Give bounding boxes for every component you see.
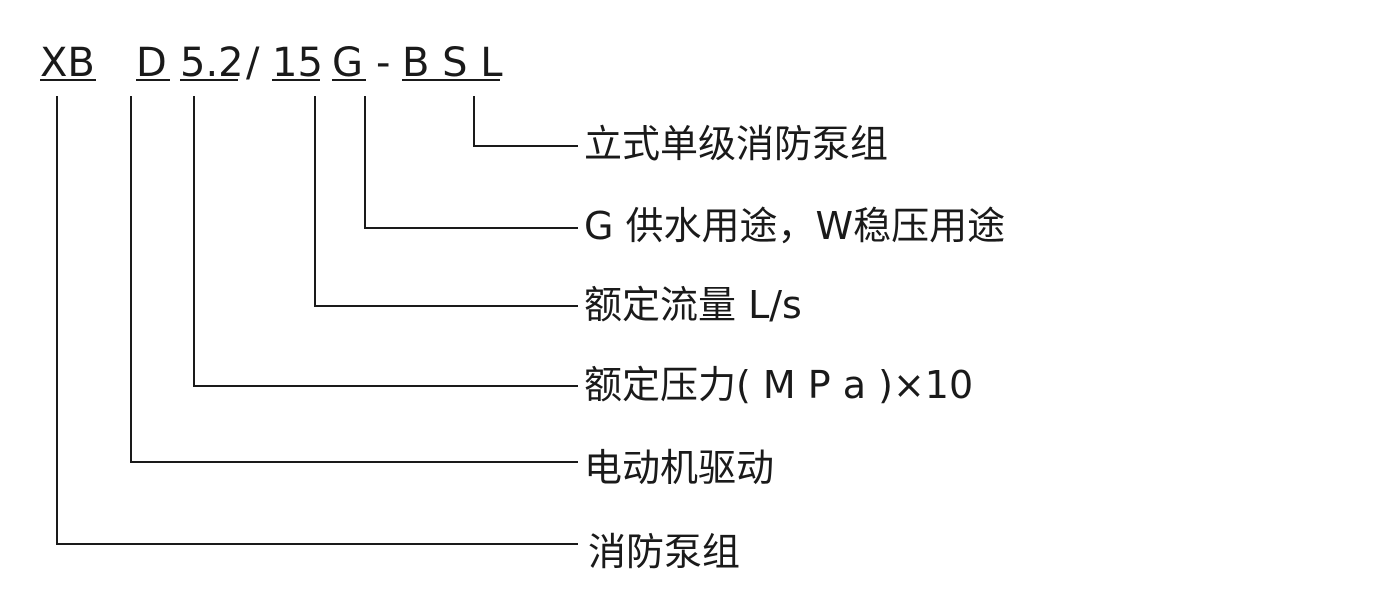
leader-line-xb [56, 96, 578, 545]
code-separator-dash: - [376, 40, 390, 86]
label-vertical-single-stage: 立式单级消防泵组 [584, 122, 888, 166]
leader-line-flow [314, 96, 578, 307]
label-usage-type: G 供水用途，W稳压用途 [584, 204, 1005, 248]
leader-line-g [364, 96, 578, 229]
code-separator-slash: / [246, 40, 260, 86]
code-segment-press: 5.2 [180, 40, 244, 86]
code-segment-xb: XB [40, 40, 95, 86]
leader-line-d [130, 96, 578, 463]
code-segment-d: D [136, 40, 167, 86]
leader-line-bsl [473, 96, 578, 147]
leader-line-press [193, 96, 578, 387]
label-motor-driven: 电动机驱动 [584, 446, 774, 490]
code-segment-g: G [332, 40, 363, 86]
code-segment-flow: 15 [272, 40, 323, 86]
code-segment-bsl: B S L [402, 40, 503, 86]
label-rated-pressure: 额定压力( M P a )×10 [584, 363, 973, 407]
label-fire-pump-set: 消防泵组 [588, 530, 740, 574]
label-rated-flow: 额定流量 L/s [584, 283, 802, 327]
